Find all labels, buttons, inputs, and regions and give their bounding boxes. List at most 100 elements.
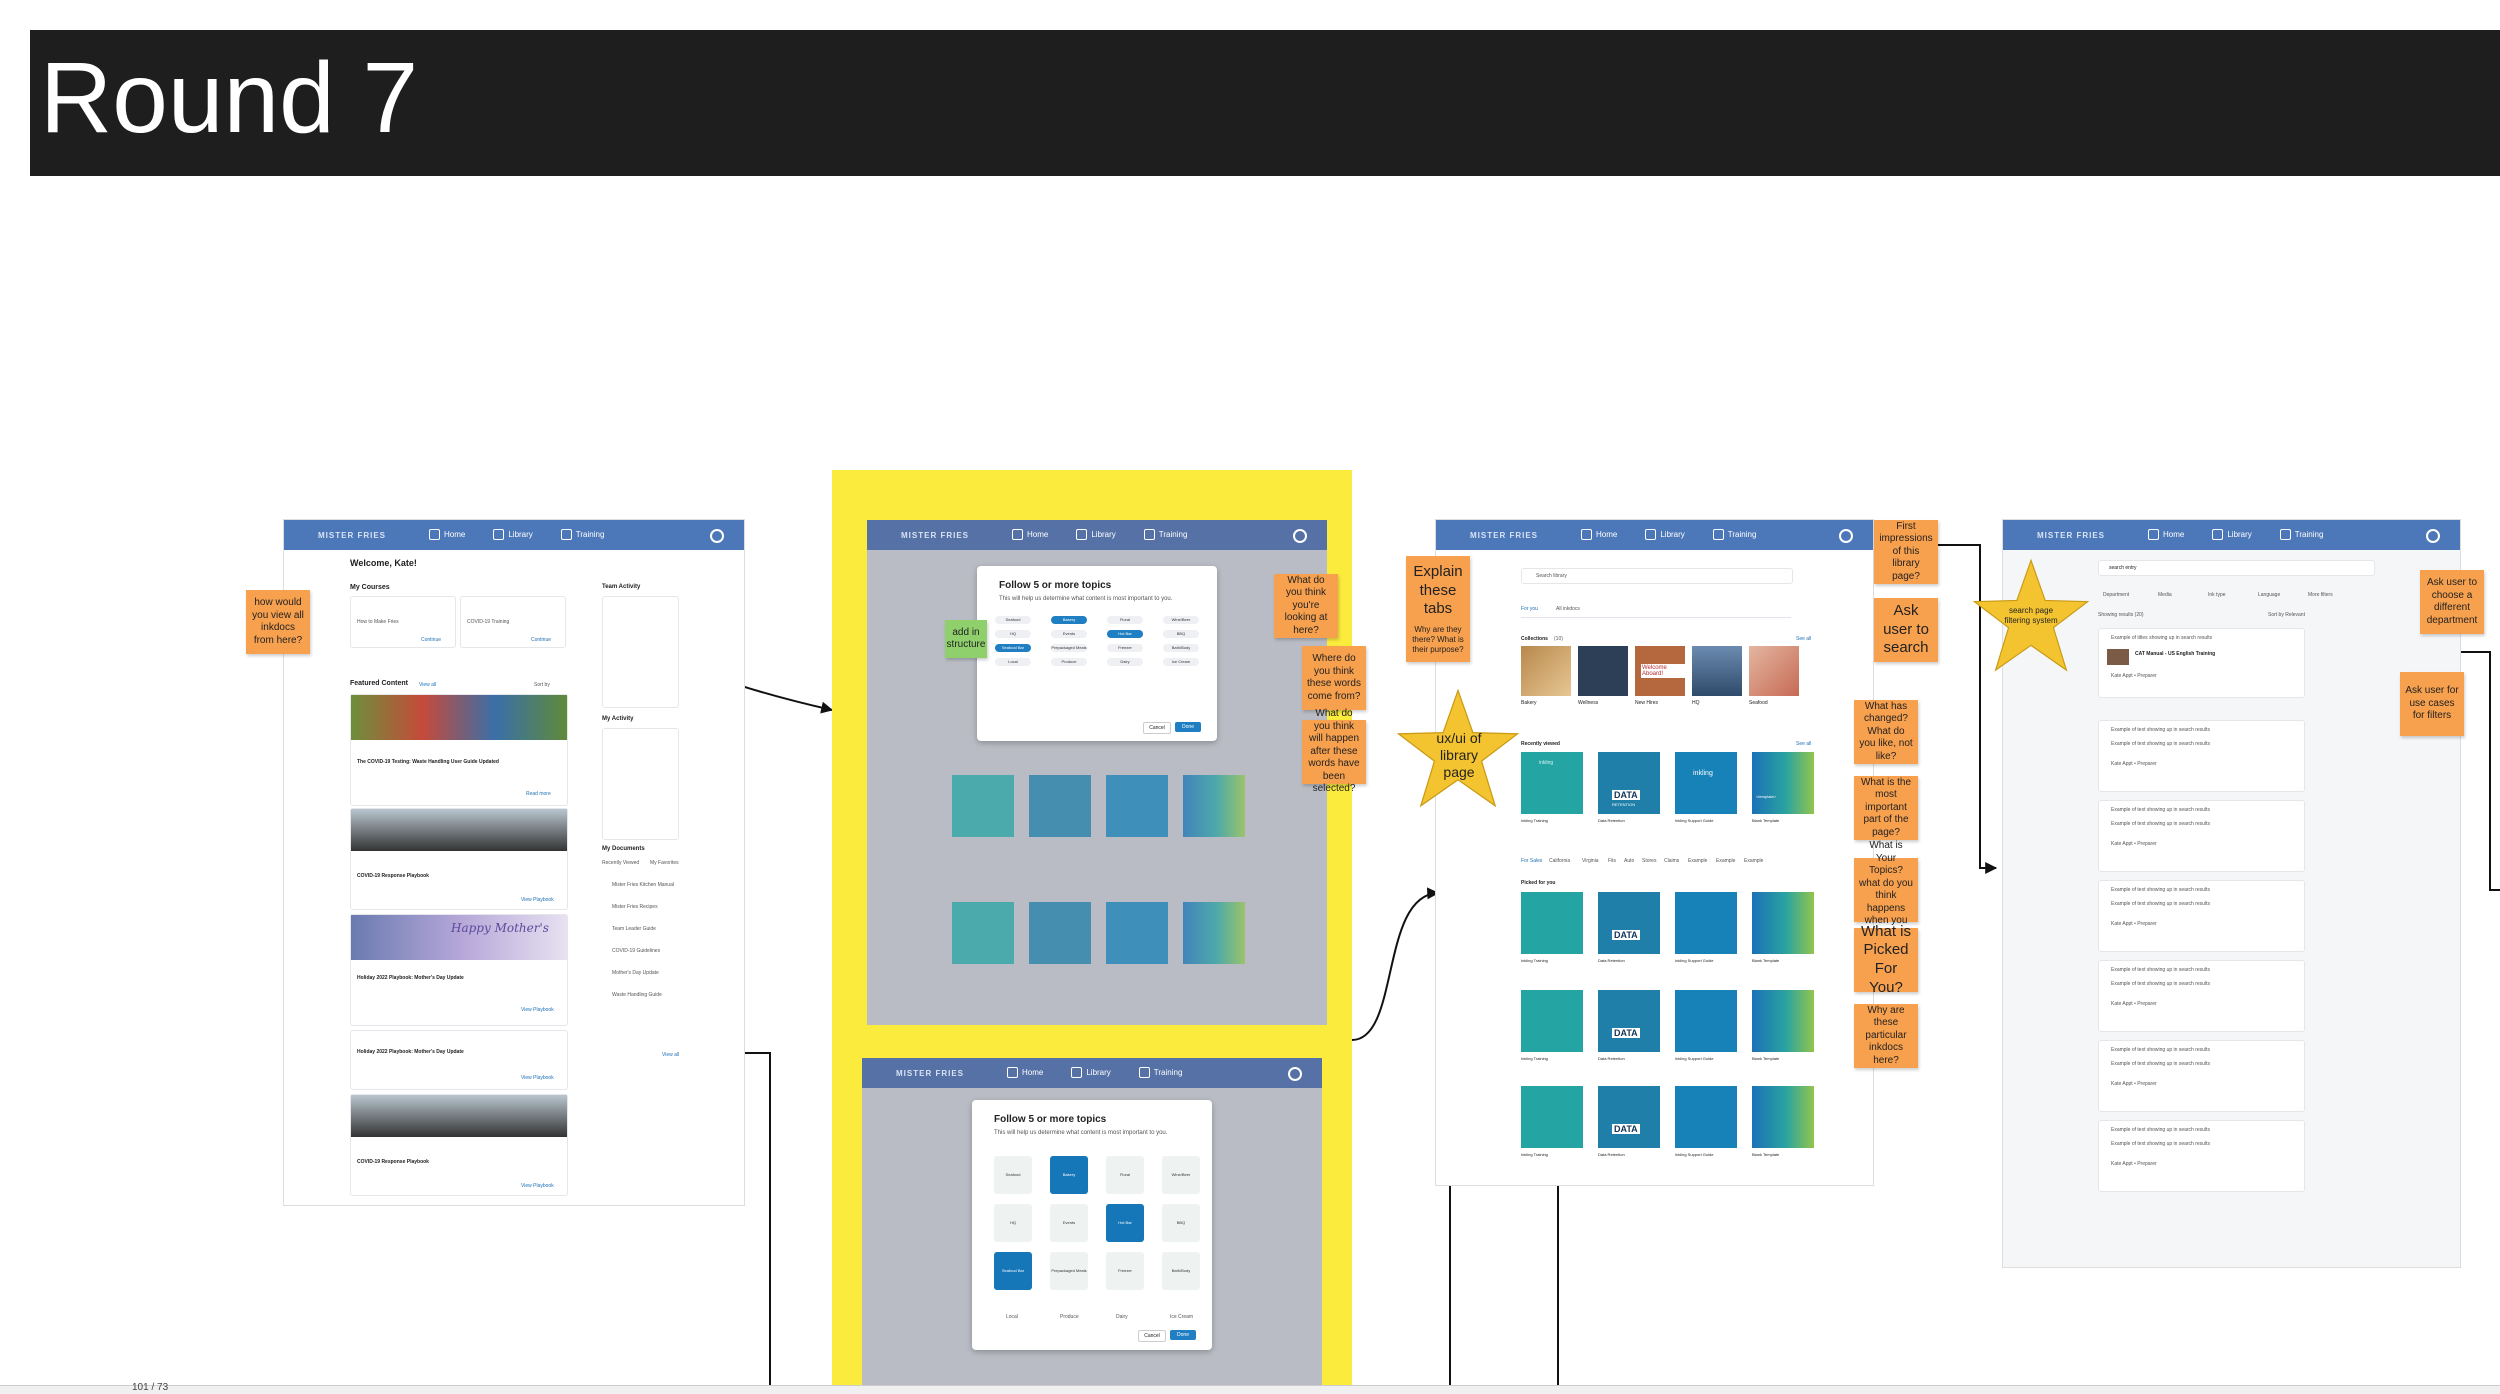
filter-chip[interactable]: Claims — [1664, 858, 1680, 864]
content-card[interactable]: DATA Data Retention — [1598, 892, 1660, 963]
tab-training[interactable]: Training — [1712, 529, 1756, 540]
tab-training[interactable]: Training — [560, 529, 604, 540]
tab-home[interactable]: Home — [1007, 1067, 1043, 1078]
course-card[interactable]: COVID-19 Training Continue — [460, 596, 566, 648]
sticky-note[interactable]: First impressions of this library page? — [1874, 520, 1938, 584]
view-all-link[interactable]: View all — [662, 1052, 680, 1058]
document-item[interactable]: Mother's Day Update — [612, 970, 659, 976]
tab-library[interactable]: Library — [1071, 1067, 1111, 1078]
content-card[interactable]: Inkling Training — [1521, 892, 1583, 963]
document-item[interactable]: Team Leader Guide — [612, 926, 656, 932]
view-playbook-link[interactable]: View Playbook — [521, 897, 554, 903]
settings-icon[interactable] — [2426, 529, 2440, 543]
view-playbook-link[interactable]: View Playbook — [521, 1007, 554, 1013]
result-card[interactable]: Example of text showing up in search res… — [2098, 1120, 2305, 1192]
tab-home[interactable]: Home — [429, 529, 465, 540]
view-all-link[interactable]: View all — [419, 682, 437, 688]
sticky-note[interactable]: Ask user for use cases for filters — [2400, 672, 2464, 736]
topic-tile[interactable]: Bakery — [1050, 1156, 1088, 1194]
topic-tile[interactable]: Hot Bar — [1106, 1204, 1144, 1242]
content-card[interactable]: DATA RETENTION Data Retention — [1598, 752, 1660, 823]
content-card[interactable]: Blank Template — [1752, 990, 1814, 1061]
content-card[interactable]: Inkling Support Guide — [1675, 990, 1737, 1061]
content-card[interactable]: inkling Inkling Training — [1521, 752, 1583, 823]
sort-dropdown[interactable]: Sort by Relevant — [2268, 612, 2305, 618]
featured-card[interactable]: The COVID-19 Testing: Waste Handling Use… — [350, 694, 568, 806]
content-card[interactable]: inkling Inkling Support Guide — [1675, 752, 1737, 823]
cancel-button[interactable]: Cancel — [1138, 1330, 1166, 1342]
content-card[interactable]: Inkling Training — [1521, 1086, 1583, 1157]
sticky-note[interactable]: What do you think will happen after thes… — [1302, 708, 1366, 794]
topic-tile[interactable]: Wine/Beer — [1162, 1156, 1200, 1194]
done-button[interactable]: Done — [1175, 722, 1201, 732]
featured-card[interactable]: COVID-19 Response Playbook View Playbook — [350, 1094, 568, 1196]
content-card[interactable] — [1029, 775, 1091, 837]
collection-new-hires[interactable]: Welcome Aboard! — [1635, 646, 1685, 696]
filter-chip[interactable]: Example — [1716, 858, 1736, 864]
content-card[interactable]: Blank Template — [1752, 1086, 1814, 1157]
search-input[interactable]: search entry — [2098, 560, 2375, 576]
document-item[interactable]: Mister Fries Recipes — [612, 904, 658, 910]
topic-tile[interactable]: Seafood — [994, 1156, 1032, 1194]
filter-chip[interactable]: Example — [1688, 858, 1708, 864]
content-card[interactable]: Inkling Support Guide — [1675, 892, 1737, 963]
tab-home[interactable]: Home — [2148, 529, 2184, 540]
content-card[interactable]: Blank Template — [1752, 892, 1814, 963]
sort-by[interactable]: Sort by — [534, 682, 550, 688]
star-search[interactable]: search page filtering system — [1972, 558, 2090, 676]
result-card[interactable]: Example of text showing up in search res… — [2098, 800, 2305, 872]
filter-dropdown[interactable]: Department — [2103, 592, 2130, 598]
filter-chip[interactable]: Stores — [1642, 858, 1657, 864]
sticky-note[interactable]: Why are these particular inkdocs here? — [1854, 1004, 1918, 1068]
filter-chip[interactable]: Auto — [1624, 858, 1635, 864]
featured-card[interactable]: COVID-19 Response Playbook View Playbook — [350, 808, 568, 910]
topic-label[interactable]: Local — [1006, 1314, 1018, 1320]
topic-pill[interactable]: BBQ — [1163, 630, 1199, 638]
topic-pill[interactable]: Ice Cream — [1163, 658, 1199, 666]
content-card[interactable]: <template> Blank Template — [1752, 752, 1814, 823]
content-card[interactable]: DATA Data Retention — [1598, 990, 1660, 1061]
topic-label[interactable]: Ice Cream — [1170, 1314, 1194, 1320]
filter-chip[interactable]: Virginia — [1582, 858, 1599, 864]
continue-link[interactable]: Continue — [531, 637, 552, 643]
collection-hq[interactable] — [1692, 646, 1742, 696]
content-card[interactable] — [952, 775, 1014, 837]
view-playbook-link[interactable]: View Playbook — [521, 1183, 554, 1189]
topic-tile[interactable]: BBQ — [1162, 1204, 1200, 1242]
topic-label[interactable]: Dairy — [1116, 1314, 1128, 1320]
see-all-link[interactable]: See all — [1796, 636, 1812, 642]
result-card[interactable]: Example of text showing up in search res… — [2098, 960, 2305, 1032]
content-card[interactable] — [1106, 775, 1168, 837]
filter-chip[interactable]: California — [1549, 858, 1571, 864]
topic-pill[interactable]: Bakery — [1051, 616, 1087, 624]
sticky-note[interactable]: how would you view all inkdocs from here… — [246, 590, 310, 654]
settings-icon[interactable] — [1839, 529, 1853, 543]
document-item[interactable]: Waste Handling Guide — [612, 992, 662, 998]
topic-tile[interactable]: Prepackaged Meals — [1050, 1252, 1088, 1290]
content-card[interactable] — [1183, 902, 1245, 964]
filter-dropdown[interactable]: Language — [2258, 592, 2281, 598]
read-more-link[interactable]: Read more — [526, 791, 551, 797]
topic-pill[interactable]: Bath/Body — [1163, 644, 1199, 652]
done-button[interactable]: Done — [1170, 1330, 1196, 1340]
content-card[interactable]: DATA Data Retention — [1598, 1086, 1660, 1157]
tab-training[interactable]: Training — [2279, 529, 2323, 540]
tab-library[interactable]: Library — [493, 529, 533, 540]
topic-tile[interactable]: Floral — [1106, 1156, 1144, 1194]
sticky-note[interactable]: What is Your Topics? what do you think h… — [1854, 840, 1918, 939]
topic-pill[interactable]: Seafood Bar — [995, 644, 1031, 652]
featured-card[interactable]: Happy Mother's Holiday 2022 Playbook: Mo… — [350, 914, 568, 1026]
topic-tile[interactable]: Freezer — [1106, 1252, 1144, 1290]
sticky-note[interactable]: What has changed? What do you like, not … — [1854, 700, 1918, 764]
settings-icon[interactable] — [1293, 529, 1307, 543]
sticky-note[interactable]: Ask user to choose a different departmen… — [2420, 570, 2484, 634]
search-input[interactable]: Search library — [1521, 568, 1793, 584]
see-all-link[interactable]: See all — [1796, 741, 1812, 747]
document-item[interactable]: Mister Fries Kitchen Manual — [612, 882, 674, 888]
filter-dropdown[interactable]: Ink type — [2208, 592, 2226, 598]
filter-dropdown[interactable]: Media — [2158, 592, 2172, 598]
sticky-note[interactable]: Where do you think these words come from… — [1302, 646, 1366, 710]
tab-home[interactable]: Home — [1012, 529, 1048, 540]
filter-chip[interactable]: Example — [1744, 858, 1764, 864]
sticky-note-explain-tabs[interactable]: Explain these tabs Why are they there? W… — [1406, 556, 1470, 662]
